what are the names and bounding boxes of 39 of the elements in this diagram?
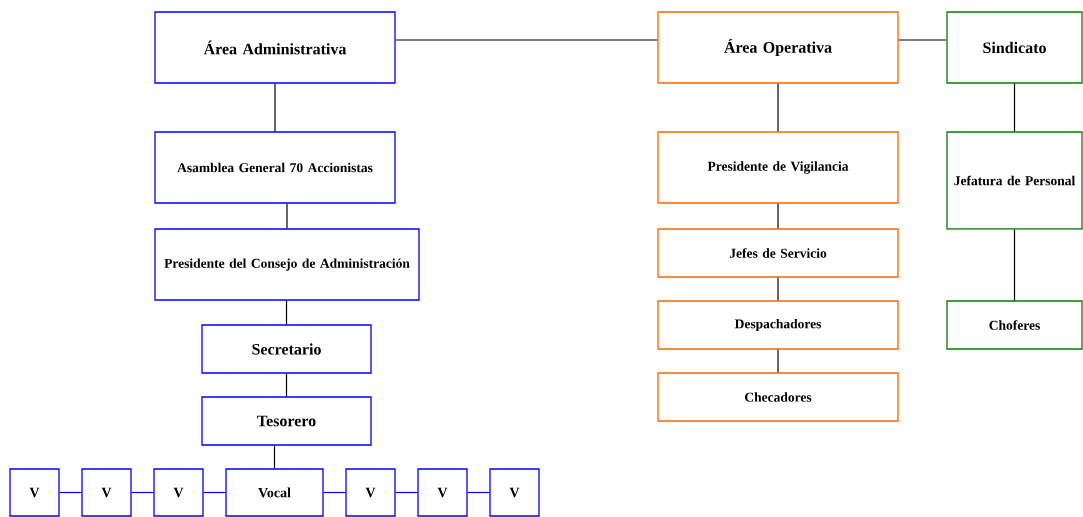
org-box: Despachadores (657, 300, 899, 350)
org-box: Secretario (201, 324, 372, 374)
org-box: Área Operativa (657, 11, 899, 84)
connector-line (777, 83, 779, 132)
vocal-box: V (417, 468, 468, 517)
connector-line (131, 491, 154, 494)
connector-line (285, 300, 288, 325)
connector-line (777, 203, 779, 229)
vocal-box: V (9, 468, 60, 517)
org-box: Choferes (946, 300, 1083, 350)
org-box: Checadores (657, 372, 899, 422)
connector-line (274, 83, 276, 132)
connector-line (285, 373, 288, 397)
org-box: Presidente del Consejo de Administración (154, 228, 420, 301)
vocal-box: V (81, 468, 132, 517)
connector-line (273, 445, 276, 469)
connector-line (898, 39, 947, 41)
org-box: Presidente de Vigilancia (657, 131, 899, 204)
org-box: Tesorero (201, 396, 372, 446)
connector-line (777, 277, 779, 301)
vocal-box: V (345, 468, 396, 517)
connector-line (203, 491, 226, 494)
connector-line (777, 349, 779, 373)
connector-line (59, 491, 82, 494)
org-box: Área Administrativa (154, 11, 396, 84)
connector-line (286, 203, 288, 229)
org-box: Jefatura de Personal (946, 131, 1083, 230)
connector-line (467, 491, 490, 494)
connector-line (395, 491, 418, 494)
vocal-box: Vocal (225, 468, 324, 517)
vocal-box: V (153, 468, 204, 517)
connector-line (323, 491, 346, 494)
connector-line (395, 39, 658, 41)
org-box: Jefes de Servicio (657, 228, 899, 278)
connector-line (1013, 229, 1016, 301)
org-box: Asamblea General 70 Accionistas (154, 131, 396, 204)
org-box: Sindicato (946, 11, 1083, 84)
vocal-box: V (489, 468, 540, 517)
connector-line (1013, 83, 1016, 132)
